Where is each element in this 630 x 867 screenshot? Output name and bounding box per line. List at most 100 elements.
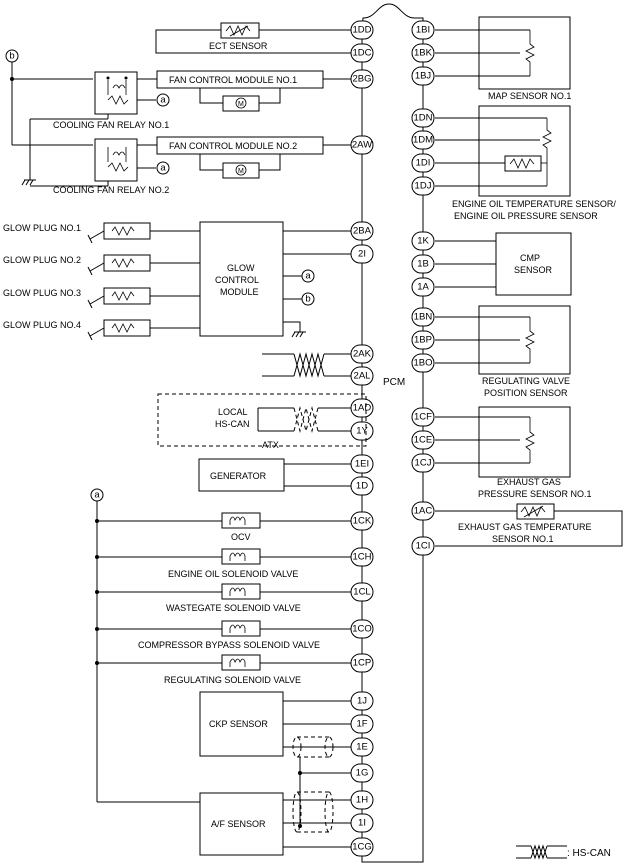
fan-motor-1 xyxy=(222,95,260,112)
ground-glow xyxy=(291,331,306,338)
pcm-label: PCM xyxy=(383,377,405,388)
ref-a-text-3: a xyxy=(305,271,311,282)
right-pin-label: 1AC xyxy=(414,506,433,517)
local-label-1: LOCAL xyxy=(218,407,248,417)
glow-plug-3 xyxy=(87,287,200,309)
fan-module-1-label: FAN CONTROL MODULE NO.1 xyxy=(169,75,297,85)
local-label-2: HS-CAN xyxy=(215,419,250,429)
left-pin-label: 2AK xyxy=(353,349,372,360)
solenoid-2 xyxy=(95,548,351,565)
ckp-sensor-box xyxy=(199,691,284,757)
ref-b-circle-2 xyxy=(301,292,315,306)
ref-a-text-2: a xyxy=(160,163,166,174)
left-pin-label: 1E xyxy=(356,742,368,753)
fan-relay-2-label: COOLING FAN RELAY NO.2 xyxy=(53,185,169,195)
left-pin-label: 1J xyxy=(357,696,367,707)
left-pin-label: 1CG xyxy=(352,842,372,853)
ect-sensor: ECT SENSOR xyxy=(155,22,351,54)
hs-can-legend-label: : HS-CAN xyxy=(567,848,611,859)
left-pin-label: 1CP xyxy=(353,658,371,669)
right-pin-label: 1K xyxy=(417,236,429,247)
cmp-sensor-box xyxy=(495,232,572,296)
left-pin-label: 1CO xyxy=(352,624,372,635)
af-label: A/F SENSOR xyxy=(211,819,266,829)
ect-sensor-label: ECT SENSOR xyxy=(209,41,268,51)
right-pin-label: 1DI xyxy=(416,158,431,169)
left-pin-label: 1G xyxy=(356,768,369,779)
hs-can-legend: : HS-CAN xyxy=(516,844,611,860)
generator-label: GENERATOR xyxy=(210,471,267,481)
twisted-pair-2ak-2al xyxy=(262,352,351,378)
ref-a-circle-3 xyxy=(301,269,315,283)
right-pin-label: 1CI xyxy=(416,541,431,552)
right-pin-1cj xyxy=(411,453,435,473)
eot-label-1: ENGINE OIL TEMPERATURE SENSOR/ xyxy=(452,199,616,209)
cmp-label-2: SENSOR xyxy=(514,265,553,275)
right-pin-label: 1DN xyxy=(413,113,432,124)
right-pin-1dm xyxy=(411,130,435,150)
left-pin-label: 1AD xyxy=(353,403,372,414)
ckp-label: CKP SENSOR xyxy=(209,719,268,729)
compressor-label: COMPRESSOR BYPASS SOLENOID VALVE xyxy=(138,640,320,650)
left-pin-label: 1CH xyxy=(352,552,371,563)
solenoid-3 xyxy=(95,583,351,600)
right-pin-label: 1BJ xyxy=(415,71,432,82)
right-pin-label: 1BN xyxy=(414,312,433,323)
right-pin-label: 1BO xyxy=(413,358,432,369)
glow-plug-3-label: GLOW PLUG NO.3 xyxy=(3,288,81,298)
right-pin-label: 1B xyxy=(417,259,429,270)
glow-plugs: GLOW PLUG NO.1 GLOW PLUG NO.2 GLOW PLUG … xyxy=(3,223,81,330)
left-pin-label: 1DD xyxy=(352,25,371,36)
rv-label-1: REGULATING VALVE xyxy=(482,376,570,386)
solenoid-1 xyxy=(95,512,351,529)
right-pin-1bk xyxy=(411,43,435,63)
right-pin-1b xyxy=(411,254,435,274)
ocv-label: OCV xyxy=(231,532,251,542)
right-pin-label: 1CE xyxy=(414,435,432,446)
fan-relay-1-label: COOLING FAN RELAY NO.1 xyxy=(53,120,169,130)
left-pin-label: 1DC xyxy=(352,48,371,59)
left-pin-label: 1EI xyxy=(355,459,369,470)
atx-label: ATX xyxy=(262,440,279,450)
map-label: MAP SENSOR NO.1 xyxy=(488,91,571,101)
egp-label-1: EXHAUST GAS xyxy=(497,477,561,487)
regulating-sol-label: REGULATING SOLENOID VALVE xyxy=(164,675,301,685)
solenoid-4 xyxy=(95,620,351,637)
cmp-label-1: CMP xyxy=(520,253,540,263)
left-pin-label: 1D xyxy=(356,481,368,492)
left-pin-label: 1Y xyxy=(356,426,368,437)
right-pin-label: 1CJ xyxy=(415,458,432,469)
pcm-left-pins: 1DD1DC2BG2AW2BA2I2AK2AL1AD1Y1EI1D1CK1CH1… xyxy=(350,20,374,857)
right-pin-1ce xyxy=(411,430,435,450)
egp-label-2: PRESSURE SENSOR NO.1 xyxy=(478,489,592,499)
cooling-fan-relay-1: COOLING FAN RELAY NO.1 xyxy=(53,71,169,130)
glow-plug-1 xyxy=(87,222,200,244)
right-pin-1dj xyxy=(411,176,435,196)
ref-b-text-2: b xyxy=(305,294,310,305)
right-pin-1bo xyxy=(411,353,435,373)
right-pin-1bp xyxy=(411,330,435,350)
eot-sensor-box xyxy=(478,105,571,197)
left-pin-label: 1I xyxy=(358,818,366,829)
egt-label-2: SENSOR NO.1 xyxy=(492,534,554,544)
ref-b-text: b xyxy=(9,51,14,62)
glow-plug-1-label: GLOW PLUG NO.1 xyxy=(3,223,81,233)
pcm-outline xyxy=(361,3,424,863)
fan-motor-2 xyxy=(222,162,260,179)
left-pin-label: 2AL xyxy=(354,371,371,382)
right-pin-1dn xyxy=(411,108,435,128)
right-pin-1cf xyxy=(411,407,435,427)
ref-a-circle-2 xyxy=(156,161,170,175)
af-sensor-box xyxy=(199,792,284,856)
right-pin-1ci xyxy=(411,536,435,556)
glow-plug-2 xyxy=(87,254,200,276)
egt-sensor xyxy=(516,503,555,520)
glow-module-label-3: MODULE xyxy=(220,287,259,297)
right-pin-label: 1DM xyxy=(413,135,433,146)
ref-a-text-4: a xyxy=(94,490,100,501)
right-pin-label: 1DJ xyxy=(415,181,432,192)
fan-module-2-label: FAN CONTROL MODULE NO.2 xyxy=(169,141,297,151)
right-pin-1di xyxy=(411,153,435,173)
